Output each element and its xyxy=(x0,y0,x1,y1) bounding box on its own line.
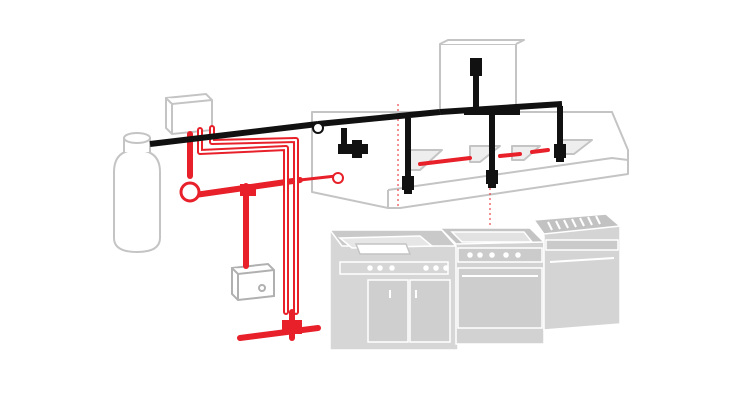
pulley-elbow xyxy=(179,181,201,203)
cooking-appliances xyxy=(328,213,622,351)
control-head-box xyxy=(165,92,213,136)
nozzle-icon xyxy=(554,144,566,158)
nozzle-icon xyxy=(402,176,414,190)
fusible-link-icon xyxy=(312,122,324,134)
gas-valve-icon xyxy=(338,140,368,158)
duct-nozzle-icon xyxy=(470,58,482,76)
nozzle-icon xyxy=(486,170,498,184)
agent-cylinder xyxy=(113,132,161,254)
fusible-link-icon xyxy=(332,172,344,184)
manual-pull-station xyxy=(231,262,275,302)
tee-fitting xyxy=(240,184,256,196)
nozzles xyxy=(402,144,566,194)
